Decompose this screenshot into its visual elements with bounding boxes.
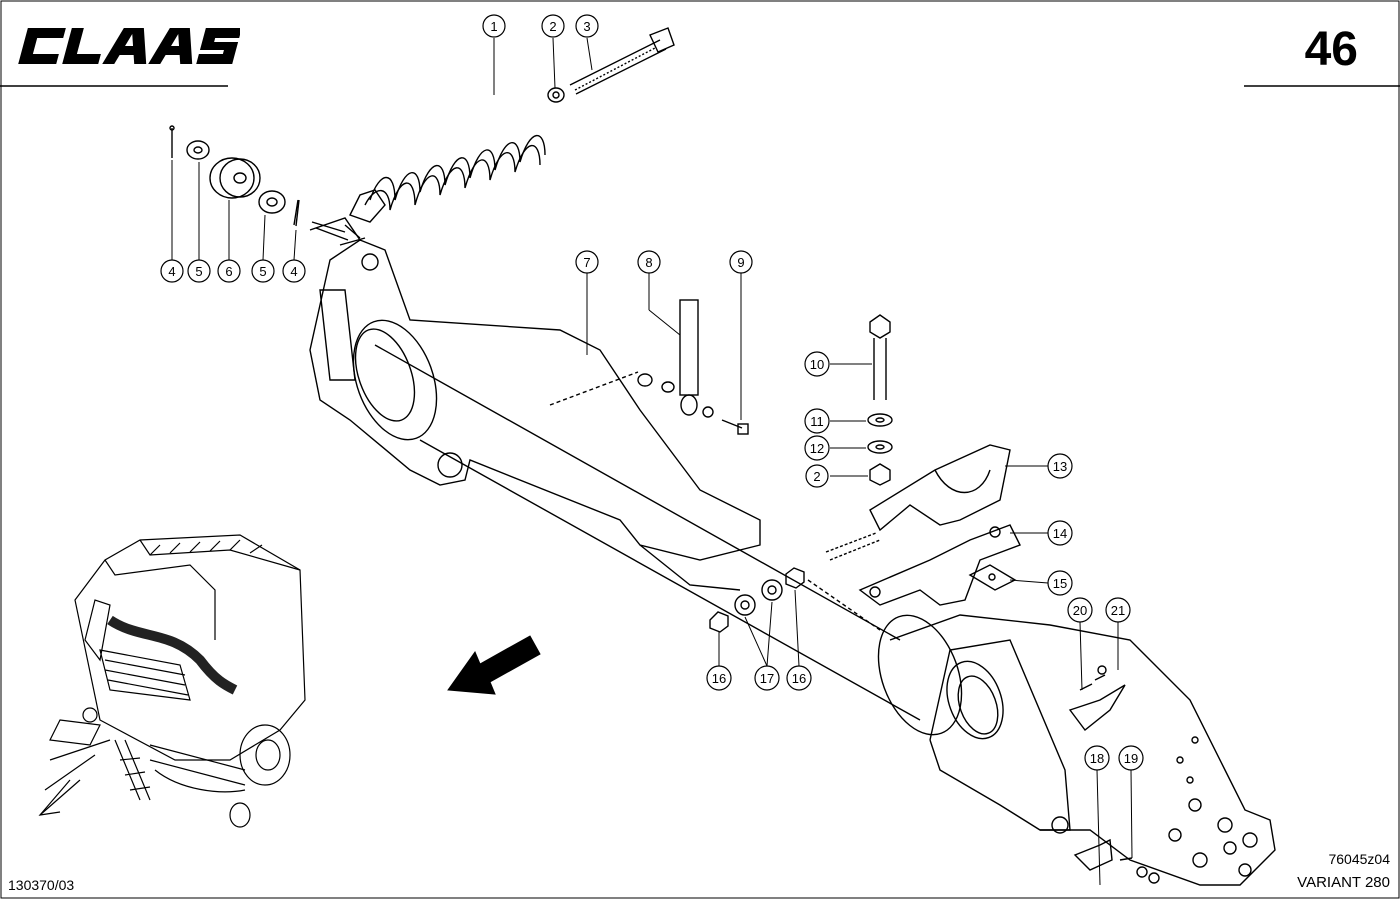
svg-text:2: 2 [813, 469, 820, 484]
callout-9: 9 [729, 250, 753, 274]
right-arm-plate [889, 614, 1276, 886]
callout-6: 6 [217, 259, 241, 283]
svg-text:13: 13 [1053, 459, 1067, 474]
callout-20: 20 [1067, 597, 1093, 623]
document-id: 130370/03 [8, 877, 75, 893]
callout-3: 3 [575, 14, 599, 38]
callout-13: 13 [1047, 453, 1073, 479]
svg-text:3: 3 [583, 19, 590, 34]
claas-logo [18, 28, 240, 64]
bracket-part-21 [1068, 665, 1126, 731]
axle-tube [352, 319, 1004, 740]
svg-text:9: 9 [737, 255, 744, 270]
svg-text:15: 15 [1053, 576, 1067, 591]
model-name: VARIANT 280 [1297, 874, 1390, 891]
svg-text:2: 2 [549, 19, 556, 34]
svg-text:19: 19 [1124, 751, 1138, 766]
bolt-stack-part-10 [867, 314, 893, 486]
svg-text:17: 17 [760, 671, 774, 686]
callout-4b: 4 [282, 259, 306, 283]
clamp-bracket-part-13 [825, 444, 1011, 561]
svg-text:5: 5 [195, 264, 202, 279]
callout-17: 17 [754, 665, 780, 691]
threaded-rod-part-3 [547, 27, 675, 103]
svg-text:4: 4 [168, 264, 175, 279]
leader-lines [171, 37, 1133, 886]
svg-text:20: 20 [1073, 603, 1087, 618]
svg-text:12: 12 [810, 441, 824, 456]
callout-5b: 5 [251, 259, 275, 283]
bracket-part-18 [1073, 838, 1160, 884]
callout-markers: 1 2 3 4 5 6 5 4 7 8 9 10 11 12 2 13 14 1… [160, 14, 1144, 771]
callout-16a: 16 [706, 665, 732, 691]
svg-text:6: 6 [225, 264, 232, 279]
svg-text:21: 21 [1111, 603, 1125, 618]
svg-text:1: 1 [490, 19, 497, 34]
direction-arrow-icon [447, 635, 541, 695]
callout-2b: 2 [805, 464, 829, 488]
callout-12: 12 [804, 435, 830, 461]
svg-text:7: 7 [583, 255, 590, 270]
svg-text:5: 5 [259, 264, 266, 279]
svg-text:4: 4 [290, 264, 297, 279]
svg-text:18: 18 [1090, 751, 1104, 766]
callout-10: 10 [804, 351, 830, 377]
spring-part-1 [349, 134, 546, 223]
svg-text:14: 14 [1053, 526, 1067, 541]
callout-11: 11 [804, 408, 830, 434]
figure-code: 76045z04 [1328, 851, 1390, 867]
page-number: 46 [1304, 23, 1358, 76]
callout-4a: 4 [160, 259, 184, 283]
clamp-bracket-part-14 [858, 524, 1021, 606]
callout-8: 8 [637, 250, 661, 274]
callout-2: 2 [541, 14, 565, 38]
svg-text:10: 10 [810, 357, 824, 372]
callout-19: 19 [1118, 745, 1144, 771]
svg-text:16: 16 [712, 671, 726, 686]
svg-text:11: 11 [810, 414, 824, 429]
baler-overview-icon [38, 534, 306, 828]
svg-text:8: 8 [645, 255, 652, 270]
callout-5a: 5 [187, 259, 211, 283]
svg-text:16: 16 [792, 671, 806, 686]
callout-15: 15 [1047, 570, 1073, 596]
callout-1: 1 [482, 14, 506, 38]
left-parts-stack [169, 125, 349, 241]
chain-link-part-8 [549, 299, 749, 435]
callout-7: 7 [575, 250, 599, 274]
callout-18: 18 [1084, 745, 1110, 771]
callout-16b: 16 [786, 665, 812, 691]
fastener-group-16-17 [709, 567, 881, 633]
callout-14: 14 [1047, 520, 1073, 546]
left-arm-plate [309, 217, 761, 591]
callout-21: 21 [1105, 597, 1131, 623]
